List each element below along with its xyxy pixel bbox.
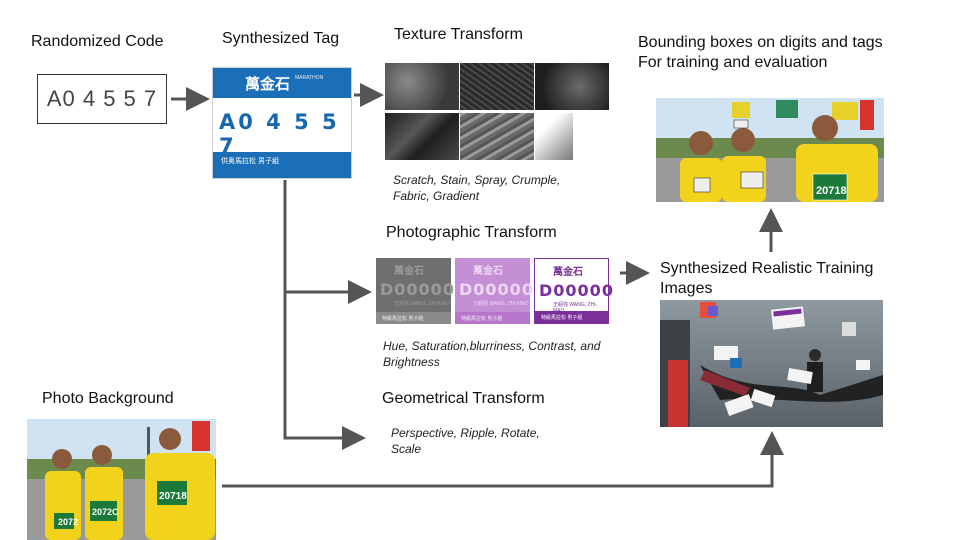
- photo-tag-header: 萬金石: [473, 266, 503, 277]
- synthesized-tag-label: Synthesized Tag: [222, 30, 340, 47]
- synthesized-training-image: [660, 300, 883, 427]
- texture-fabric-swatch: [460, 113, 534, 160]
- texture-gradient-swatch: [535, 113, 573, 160]
- bbox-label-line1: Bounding boxes on digits and tags: [638, 34, 883, 51]
- bbox-label-line2: For training and evaluation: [638, 54, 828, 71]
- texture-caption-line1: Scratch, Stain, Spray, Crumple,: [393, 173, 561, 187]
- texture-transform-label: Texture Transform: [394, 26, 523, 43]
- bg-bib-mid: 2072C: [92, 507, 119, 517]
- texture-crumple-swatch: [385, 113, 459, 160]
- photo-tag-name: 王紹強 WANG, ZHI-MAO: [394, 301, 450, 307]
- randomized-code-label: Randomized Code: [31, 33, 164, 50]
- tag-footer-band: 供奥馬拉松 男子組: [213, 152, 351, 178]
- bbox-bib-number: 20718: [816, 185, 847, 197]
- tag-footer-text: 供奥馬拉松 男子組: [221, 158, 279, 165]
- photo-tag-footer: 特級馬拉松 男子組: [541, 315, 583, 321]
- photo-transform-tag-lavender: 萬金石 D00000 王紹強 WANG, ZHI-MAO 特級馬拉松 男子組: [455, 258, 533, 324]
- photo-tag-header: 萬金石: [394, 266, 424, 277]
- photo-transform-tag-gray: 萬金石 D00000 王紹強 WANG, ZHI-MAO 特級馬拉松 男子組: [376, 258, 454, 324]
- texture-caption-line2: Fabric, Gradient: [393, 189, 480, 203]
- bg-bib-left: 2072: [58, 517, 78, 527]
- photo-tag-footer: 特級馬拉松 男子組: [382, 316, 424, 322]
- photographic-transform-label: Photographic Transform: [386, 224, 557, 241]
- arrow-background-to-synthesized: [222, 431, 784, 488]
- geo-caption-line2: Scale: [391, 442, 422, 456]
- synthesized-tag-image: 萬金石 MARATHON A0 4 5 5 7 供奥馬拉松 男子組: [212, 67, 352, 179]
- photo-tag-number: D00000: [459, 280, 534, 299]
- texture-scratch-swatch: [385, 63, 459, 110]
- geometrical-transform-label: Geometrical Transform: [382, 390, 545, 407]
- texture-stain-swatch: [460, 63, 534, 110]
- photo-tag-number: D00000: [539, 281, 614, 300]
- tag-header-band: 萬金石 MARATHON: [213, 68, 351, 98]
- photo-transform-tag-purple: 萬金石 D00000 王紹強 WANG, ZHI-MAO 特級馬拉松 男子組: [534, 258, 613, 324]
- bg-bib-right: 20718: [159, 491, 187, 502]
- tag-logo: 萬金石: [245, 75, 291, 93]
- synth-images-label-line2: Images: [660, 280, 713, 297]
- randomized-code-box: A0 4 5 5 7: [37, 74, 167, 124]
- photo-tag-footer: 特級馬拉松 男子組: [461, 316, 503, 322]
- photo-background-label: Photo Background: [42, 390, 174, 407]
- texture-spray-swatch: [535, 63, 609, 110]
- photo-background-image: 2072 2072C 20718: [27, 419, 216, 540]
- photo-tag-name: 王紹強 WANG, ZHI-MAO: [473, 301, 529, 307]
- synth-images-label-line1: Synthesized Realistic Training: [660, 260, 874, 277]
- photo-tag-number: D00000: [380, 280, 455, 299]
- bbox-training-image: 20718: [656, 98, 884, 202]
- tag-subtitle: MARATHON: [295, 75, 324, 81]
- geo-caption-line1: Perspective, Ripple, Rotate,: [391, 426, 540, 440]
- photo-caption-line2: Brightness: [383, 355, 440, 369]
- photo-tag-header: 萬金石: [553, 267, 583, 278]
- arrow-tag-to-geometric: [283, 180, 366, 450]
- photo-caption-line1: Hue, Saturation,blurriness, Contrast, an…: [383, 339, 601, 353]
